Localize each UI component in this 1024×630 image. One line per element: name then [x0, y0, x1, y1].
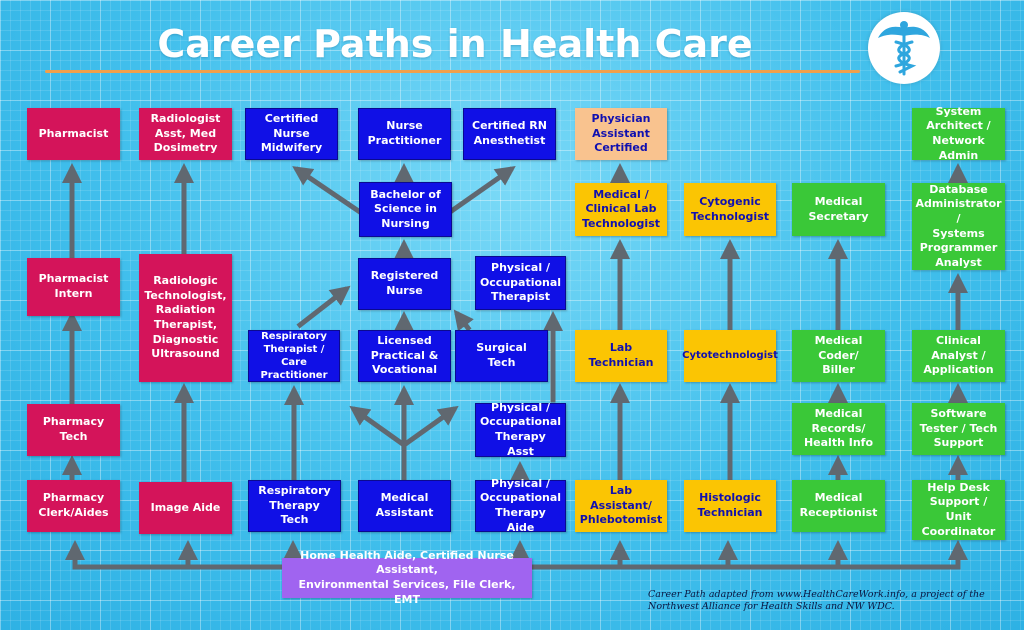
- box-pharmacy-tech: Pharmacy Tech: [27, 404, 120, 456]
- box-radiologist-asst: Radiologist Asst, Med Dosimetry: [139, 108, 232, 160]
- source-credit: Career Path adapted from www.HealthCareW…: [648, 589, 985, 613]
- box-physical-therapist: Physical / Occupational Therapist: [475, 256, 566, 310]
- box-medical-assistant: Medical Assistant: [358, 480, 451, 532]
- arrow-bsn-to-midwifery: [292, 166, 364, 216]
- box-certified-rn-anesthetist: Certified RN Anesthetist: [463, 108, 556, 160]
- box-nurse-practitioner: Nurse Practitioner: [358, 108, 451, 160]
- box-cytotechnologist: Cytotechnologist: [682, 330, 778, 382]
- box-database-administrator: Database Administrator / Systems Program…: [912, 183, 1005, 270]
- box-certified-nurse-midwifery: Certified Nurse Midwifery: [245, 108, 338, 160]
- box-histologic-technician: Histologic Technician: [684, 480, 776, 532]
- arrow-bsn-to-anesthetist: [446, 165, 516, 216]
- box-pt-assistant: Physical / Occupational Therapy Asst: [475, 401, 566, 458]
- box-lab-technician: Lab Technician: [575, 330, 667, 382]
- box-software-tester: Software Tester / Tech Support: [912, 403, 1005, 455]
- box-surgical-tech: Surgical Tech: [455, 330, 548, 382]
- box-system-architect: System Architect / Network Admin: [912, 105, 1005, 162]
- title-underline: [45, 70, 860, 73]
- arrow-ma-fork-right: [400, 405, 459, 449]
- arrow-surgtech-to-rn: [453, 309, 474, 332]
- box-medical-secretary: Medical Secretary: [792, 183, 885, 236]
- box-registered-nurse: Registered Nurse: [358, 258, 451, 310]
- box-entry-level: Home Health Aide, Certified Nurse Assist…: [282, 549, 532, 606]
- box-pt-aide: Physical / Occupational Therapy Aide: [475, 477, 566, 534]
- box-bachelor-science-nursing: Bachelor of Science in Nursing: [359, 182, 452, 237]
- arrow-ma-fork-left: [349, 405, 408, 449]
- box-respiratory-therapy-tech: Respiratory Therapy Tech: [248, 480, 341, 532]
- box-lab-assistant: Lab Assistant/ Phlebotomist: [575, 480, 667, 532]
- box-medical-coder: Medical Coder/ Biller: [792, 330, 885, 382]
- box-medical-records: Medical Records/ Health Info: [792, 403, 885, 455]
- box-clinical-analyst: Clinical Analyst / Application: [912, 330, 1005, 382]
- box-radiologic-technologist: Radiologic Technologist, Radiation Thera…: [139, 254, 232, 382]
- box-clinical-lab-technologist: Medical / Clinical Lab Technologist: [575, 183, 667, 236]
- arrow-resp-therapist-to-rn: [296, 285, 351, 329]
- box-cytogenic-technologist: Cytogenic Technologist: [684, 183, 776, 236]
- logo: [868, 12, 940, 84]
- box-pharmacy-clerk: Pharmacy Clerk/Aides: [27, 480, 120, 532]
- box-medical-receptionist: Medical Receptionist: [792, 480, 885, 532]
- box-pharmacist: Pharmacist: [27, 108, 120, 160]
- box-respiratory-therapist: Respiratory Therapist / Care Practitione…: [248, 330, 340, 382]
- box-licensed-practical: Licensed Practical & Vocational: [358, 330, 451, 382]
- caduceus-icon: [878, 21, 930, 76]
- box-image-aide: Image Aide: [139, 482, 232, 534]
- box-physician-assistant: Physician Assistant Certified: [575, 108, 667, 160]
- page-title: Career Paths in Health Care: [157, 22, 753, 66]
- box-pharmacist-intern: Pharmacist Intern: [27, 258, 120, 316]
- box-help-desk: Help Desk Support / Unit Coordinator: [912, 480, 1005, 540]
